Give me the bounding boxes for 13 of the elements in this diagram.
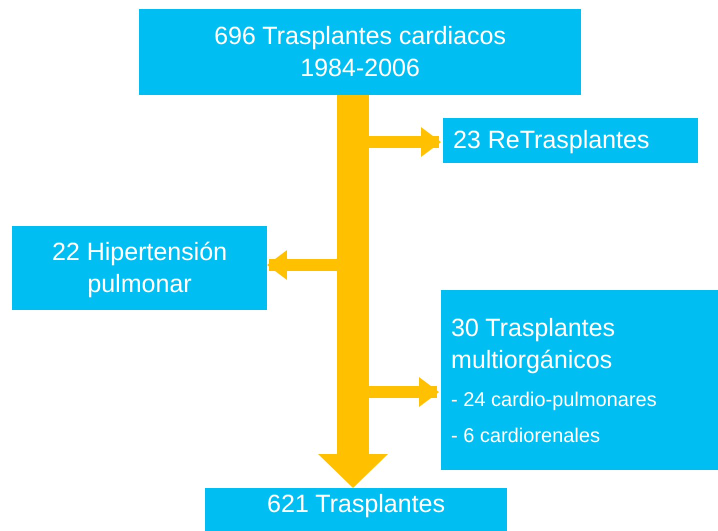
process-box [139, 9, 581, 95]
box-label: 30 Trasplantes multiorgánicos [451, 312, 616, 376]
arrow [318, 95, 388, 488]
list-item: - 24 cardio-pulmonares [451, 388, 658, 412]
box-label: 22 Hipertensión pulmonar [50, 236, 228, 300]
box-label: 696 Trasplantes cardiacos 1984-2006 [213, 20, 507, 84]
list-item: - 6 cardiorenales [451, 424, 601, 448]
process-box [205, 488, 507, 531]
process-box [12, 226, 267, 310]
process-box [443, 118, 698, 163]
box-label: 621 Trasplantes [266, 489, 446, 520]
process-box [441, 290, 718, 470]
box-label: 23 ReTrasplantes [453, 125, 650, 156]
